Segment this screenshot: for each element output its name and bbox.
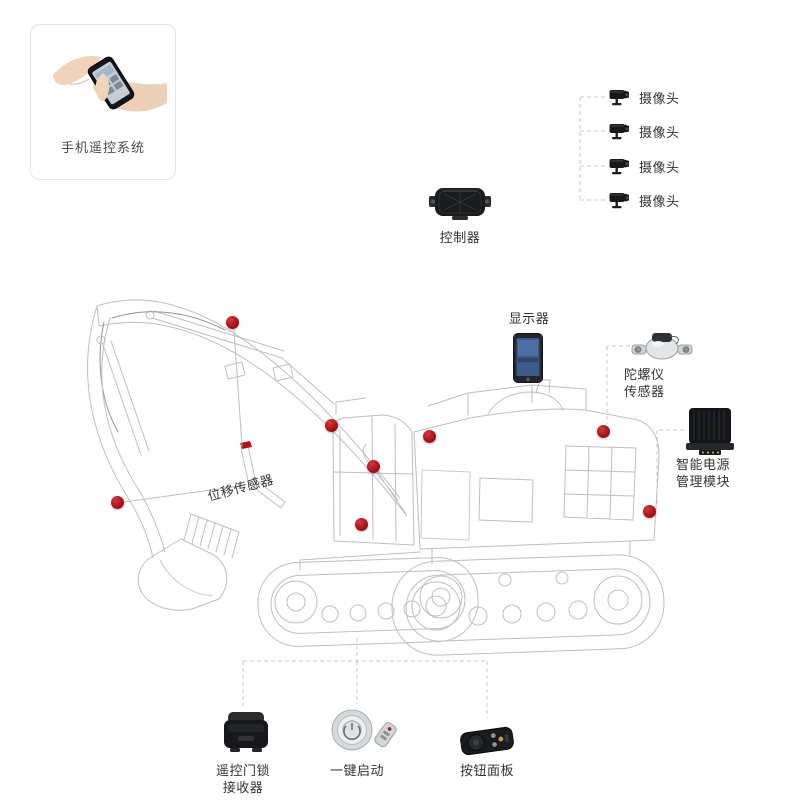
button-panel-icon bbox=[460, 726, 514, 756]
camera-icon bbox=[609, 193, 630, 209]
camera-icon bbox=[609, 159, 630, 175]
sensor-location-dot bbox=[643, 505, 656, 518]
controller-icon bbox=[429, 188, 491, 220]
camera-icon bbox=[609, 90, 630, 106]
hands-phone-image bbox=[53, 55, 167, 112]
door-lock-receiver-icon bbox=[224, 712, 268, 752]
controller-label: 控制器 bbox=[439, 230, 481, 245]
camera-label: 摄像头 bbox=[639, 193, 680, 209]
sensor-location-dot bbox=[355, 518, 368, 531]
sensor-location-dot bbox=[367, 460, 380, 473]
sensor-location-dot bbox=[111, 496, 124, 509]
sensor-location-dot bbox=[423, 430, 436, 443]
remote-system-label: 手机遥控系统 bbox=[60, 140, 145, 155]
gyroscope-icon bbox=[631, 333, 693, 360]
remote-system-card: 手机遥控系统 bbox=[30, 24, 176, 180]
sensor-location-dot bbox=[226, 316, 239, 329]
power-module-label: 智能电源 管理模块 bbox=[676, 457, 731, 489]
camera-item: 摄像头 bbox=[608, 121, 680, 141]
connector-lines bbox=[242, 96, 684, 718]
displacement-sensor-sketch bbox=[123, 329, 286, 509]
button-panel-label: 按钮面板 bbox=[459, 763, 514, 778]
one-key-start-label: 一键启动 bbox=[329, 763, 384, 778]
power-module-icon bbox=[686, 408, 734, 455]
camera-item: 摄像头 bbox=[608, 190, 680, 210]
camera-label: 摄像头 bbox=[639, 159, 680, 175]
door-lock-receiver-label: 遥控门锁 接收器 bbox=[215, 763, 270, 795]
sensor-location-dot bbox=[597, 425, 610, 438]
camera-label: 摄像头 bbox=[639, 124, 680, 140]
gyroscope-label: 陀螺仪 传感器 bbox=[624, 367, 665, 399]
display-icon bbox=[513, 333, 543, 383]
camera-item: 摄像头 bbox=[608, 156, 680, 176]
camera-label: 摄像头 bbox=[639, 90, 680, 106]
one-key-start-icon bbox=[331, 709, 397, 751]
camera-icon bbox=[609, 124, 630, 140]
display-label: 显示器 bbox=[508, 311, 550, 326]
sensor-location-dot bbox=[325, 419, 338, 432]
camera-item: 摄像头 bbox=[608, 87, 680, 107]
